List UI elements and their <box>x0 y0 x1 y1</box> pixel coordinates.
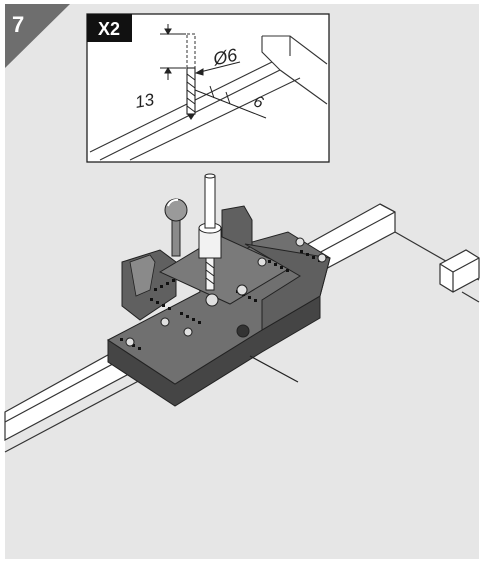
inset-drill-bit <box>186 33 196 120</box>
offset-dimension <box>194 85 267 119</box>
step-badge: 7 <box>5 4 70 68</box>
clamp-knob <box>164 198 188 257</box>
drilling-jig <box>107 173 331 407</box>
quantity-badge: X2 <box>87 14 132 42</box>
jig-holes <box>125 237 327 347</box>
quantity-label: X2 <box>98 19 120 39</box>
rail-end-piece <box>439 249 480 293</box>
depth-dimension <box>160 24 186 80</box>
step-number: 7 <box>12 12 24 37</box>
callout-pointer <box>249 355 299 383</box>
diameter-dimension <box>194 61 241 76</box>
detail-inset: X2 13 <box>86 13 330 163</box>
drill-bit <box>204 173 216 291</box>
depth-label: 13 <box>134 90 156 112</box>
main-illustration <box>4 173 480 453</box>
jig-screw-hole <box>236 324 250 338</box>
